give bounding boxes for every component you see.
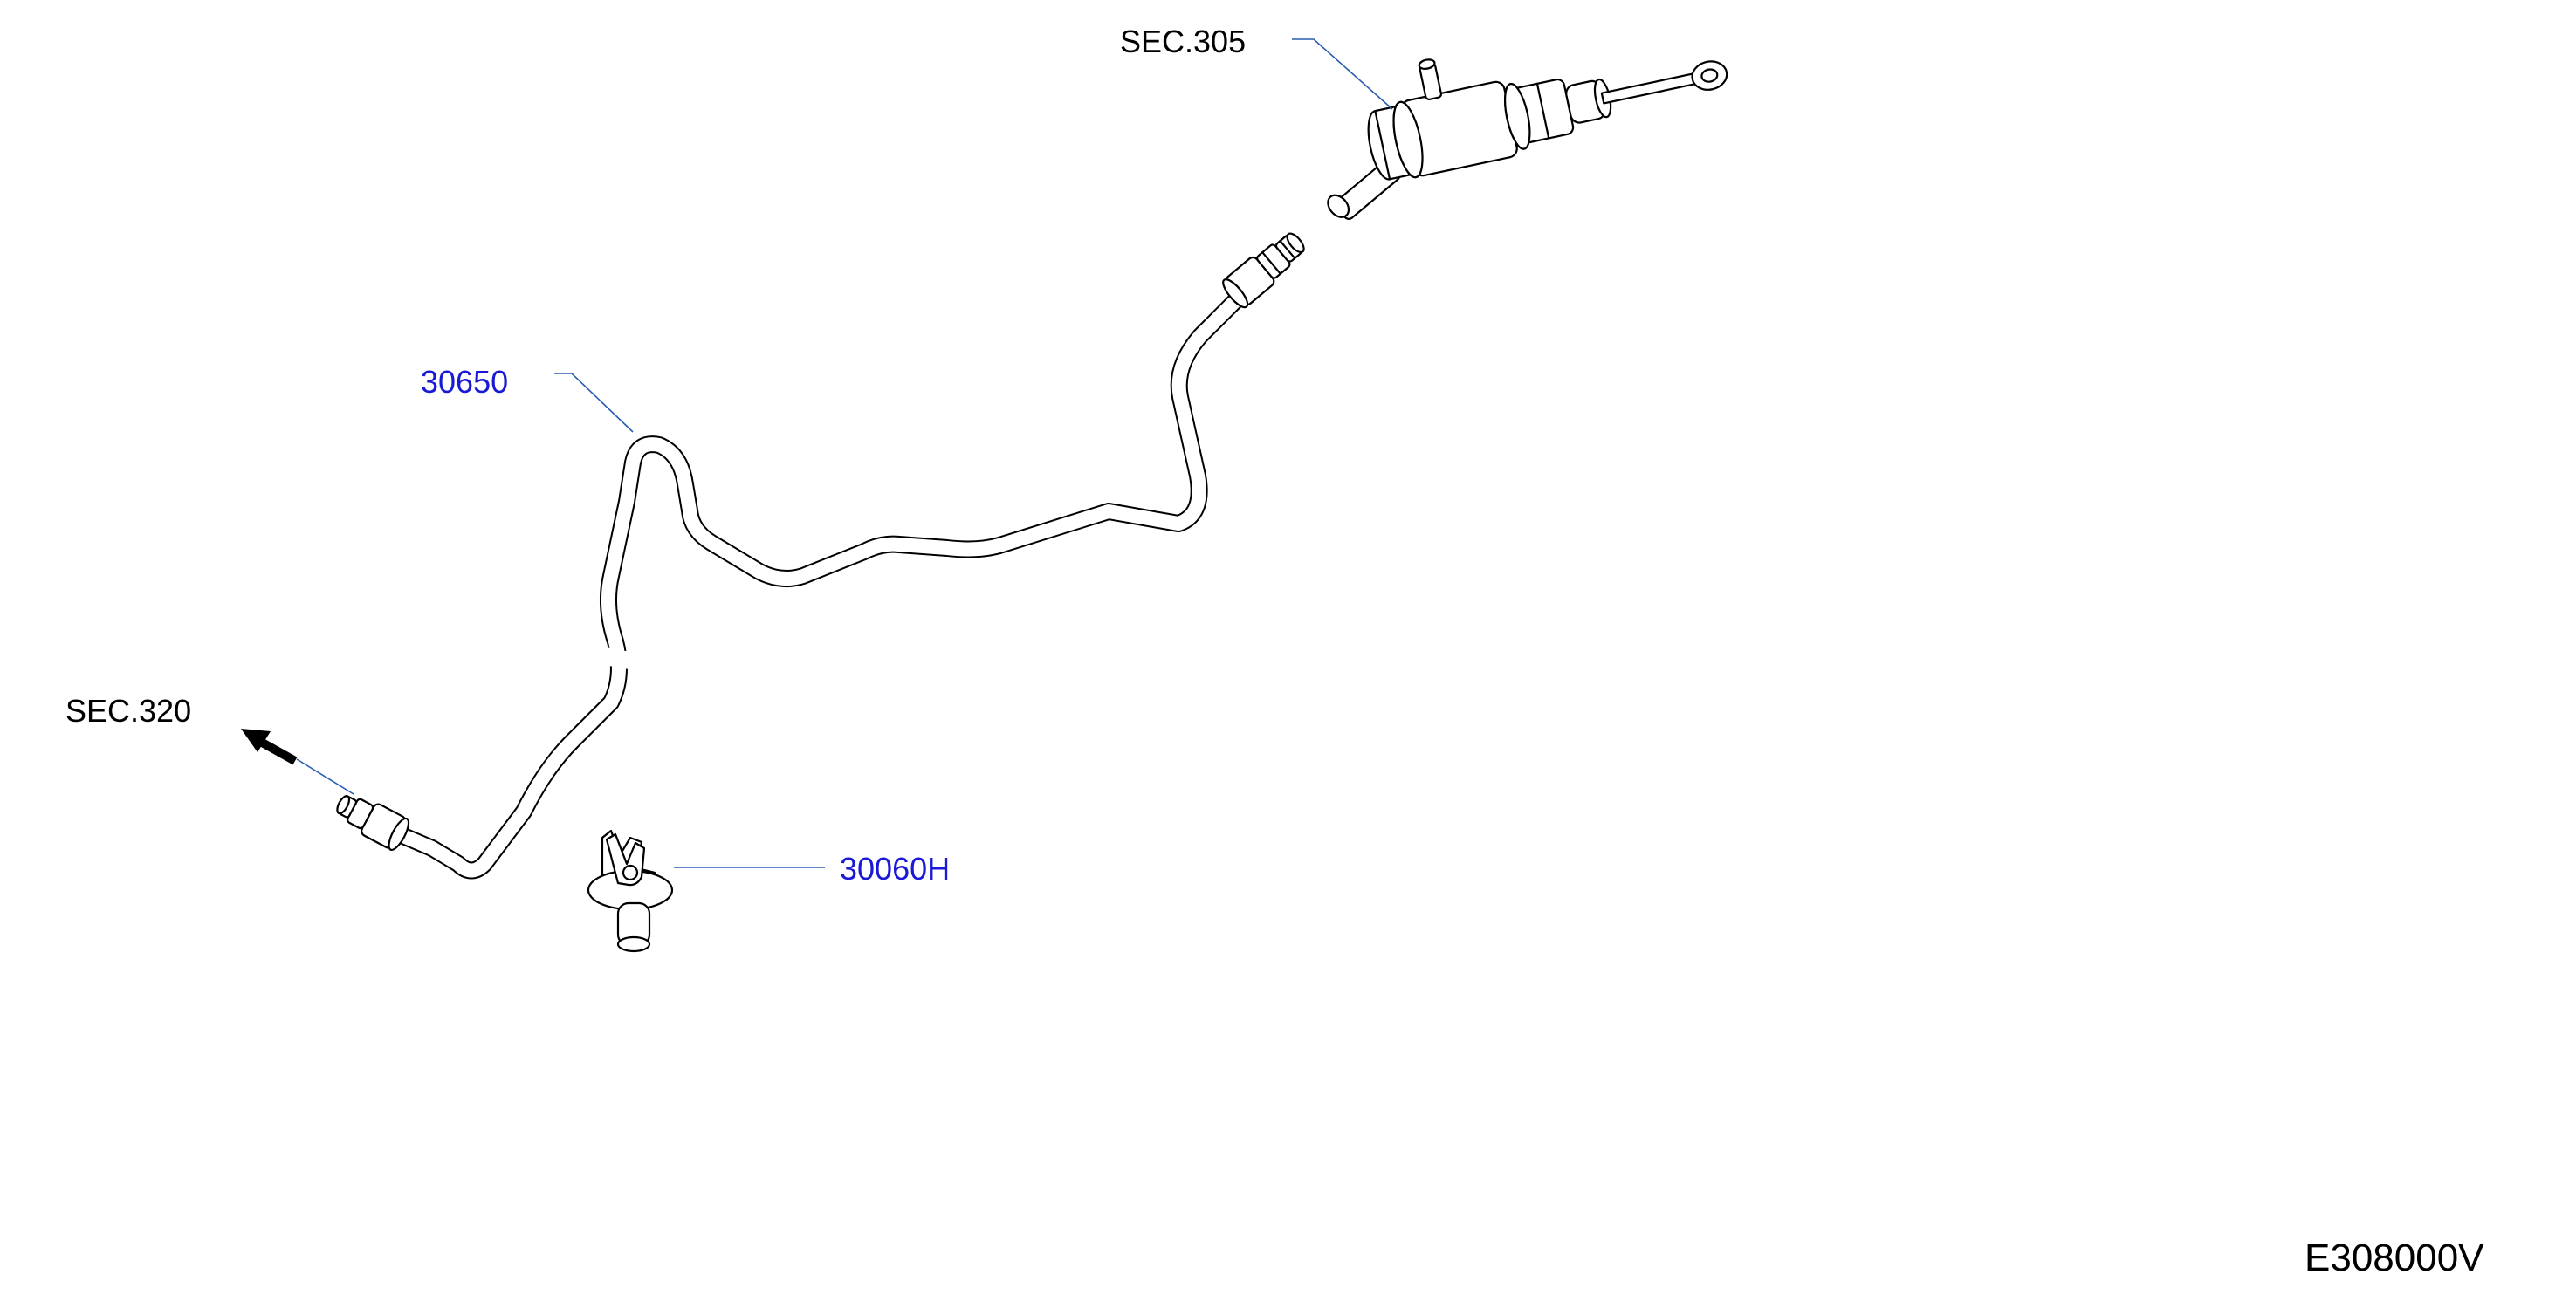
- clutch-master-cylinder: [1327, 58, 1728, 220]
- part-30650-label[interactable]: 30650: [421, 364, 509, 400]
- leader-sec-305: [1292, 38, 1393, 110]
- arrow-sec-320: [241, 729, 298, 765]
- diagram-code: E308000V: [2305, 1237, 2484, 1279]
- leader-sec-320: [296, 758, 354, 795]
- sec-305-label[interactable]: SEC.305: [1120, 24, 1247, 59]
- part-30060h-label[interactable]: 30060H: [840, 851, 951, 887]
- clutch-tube-30650[interactable]: [331, 226, 1310, 880]
- leader-30650: [554, 373, 634, 433]
- clip-30060h[interactable]: [587, 829, 674, 953]
- upper-tube-fitting: [1222, 232, 1305, 309]
- lower-tube-fitting: [336, 795, 410, 852]
- sec-320-label[interactable]: SEC.320: [65, 693, 192, 729]
